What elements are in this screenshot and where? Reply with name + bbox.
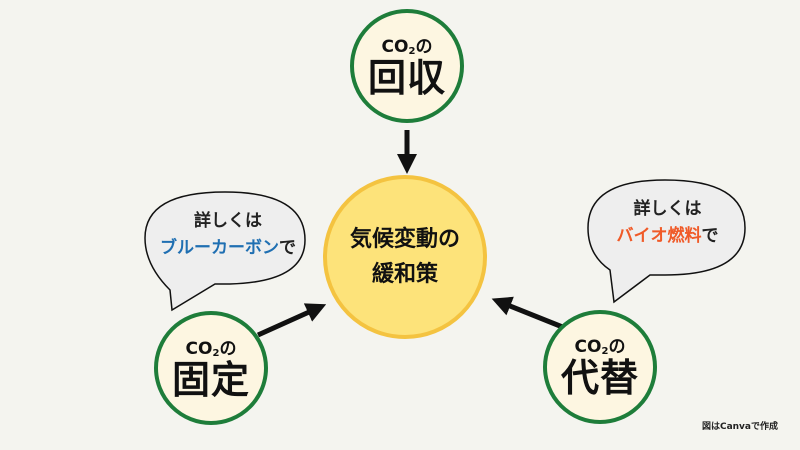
node-right-circle [543,310,657,424]
node-right-subtitle: CO2の [574,337,626,358]
blue-carbon-link: ブルーカーボン [160,238,279,259]
node-top-title: 回収 [367,56,446,101]
node-left-subtitle: CO2の [185,339,237,360]
node-co2-fixation: CO2の 固定 [156,316,266,426]
speech-bubble-right-shape [587,179,746,304]
speech-bubble-right: 詳しくは バイオ燃料で [590,196,745,250]
biofuel-link: バイオ燃料 [616,226,702,247]
center-topic: 気候変動の 緩和策 [325,177,485,337]
center-line-2: 緩和策 [371,262,438,287]
center-circle [323,175,487,339]
bubble-left-line-1: 詳しくは [194,211,262,231]
node-left-circle [154,311,268,425]
arrow-right-to-center [491,296,571,333]
arrow-left-to-center [256,303,327,338]
node-top-subtitle: CO2の [381,37,433,58]
speech-bubble-left-shape [144,191,306,312]
center-line-1: 気候変動の [349,226,460,252]
node-co2-substitution: CO2の 代替 [545,314,655,424]
speech-bubble-left: 詳しくは ブルーカーボンで [148,208,308,262]
node-left-title: 固定 [171,358,250,403]
credit-text: 図はCanvaで作成 [701,422,778,432]
node-co2-capture: CO2の 回収 [352,14,462,124]
bubble-right-line-1: 詳しくは [633,199,702,219]
bubble-right-line-2: バイオ燃料で [616,226,719,247]
node-top-circle [350,9,464,123]
bubble-left-line-2: ブルーカーボンで [160,238,296,259]
node-right-title: 代替 [560,356,639,401]
